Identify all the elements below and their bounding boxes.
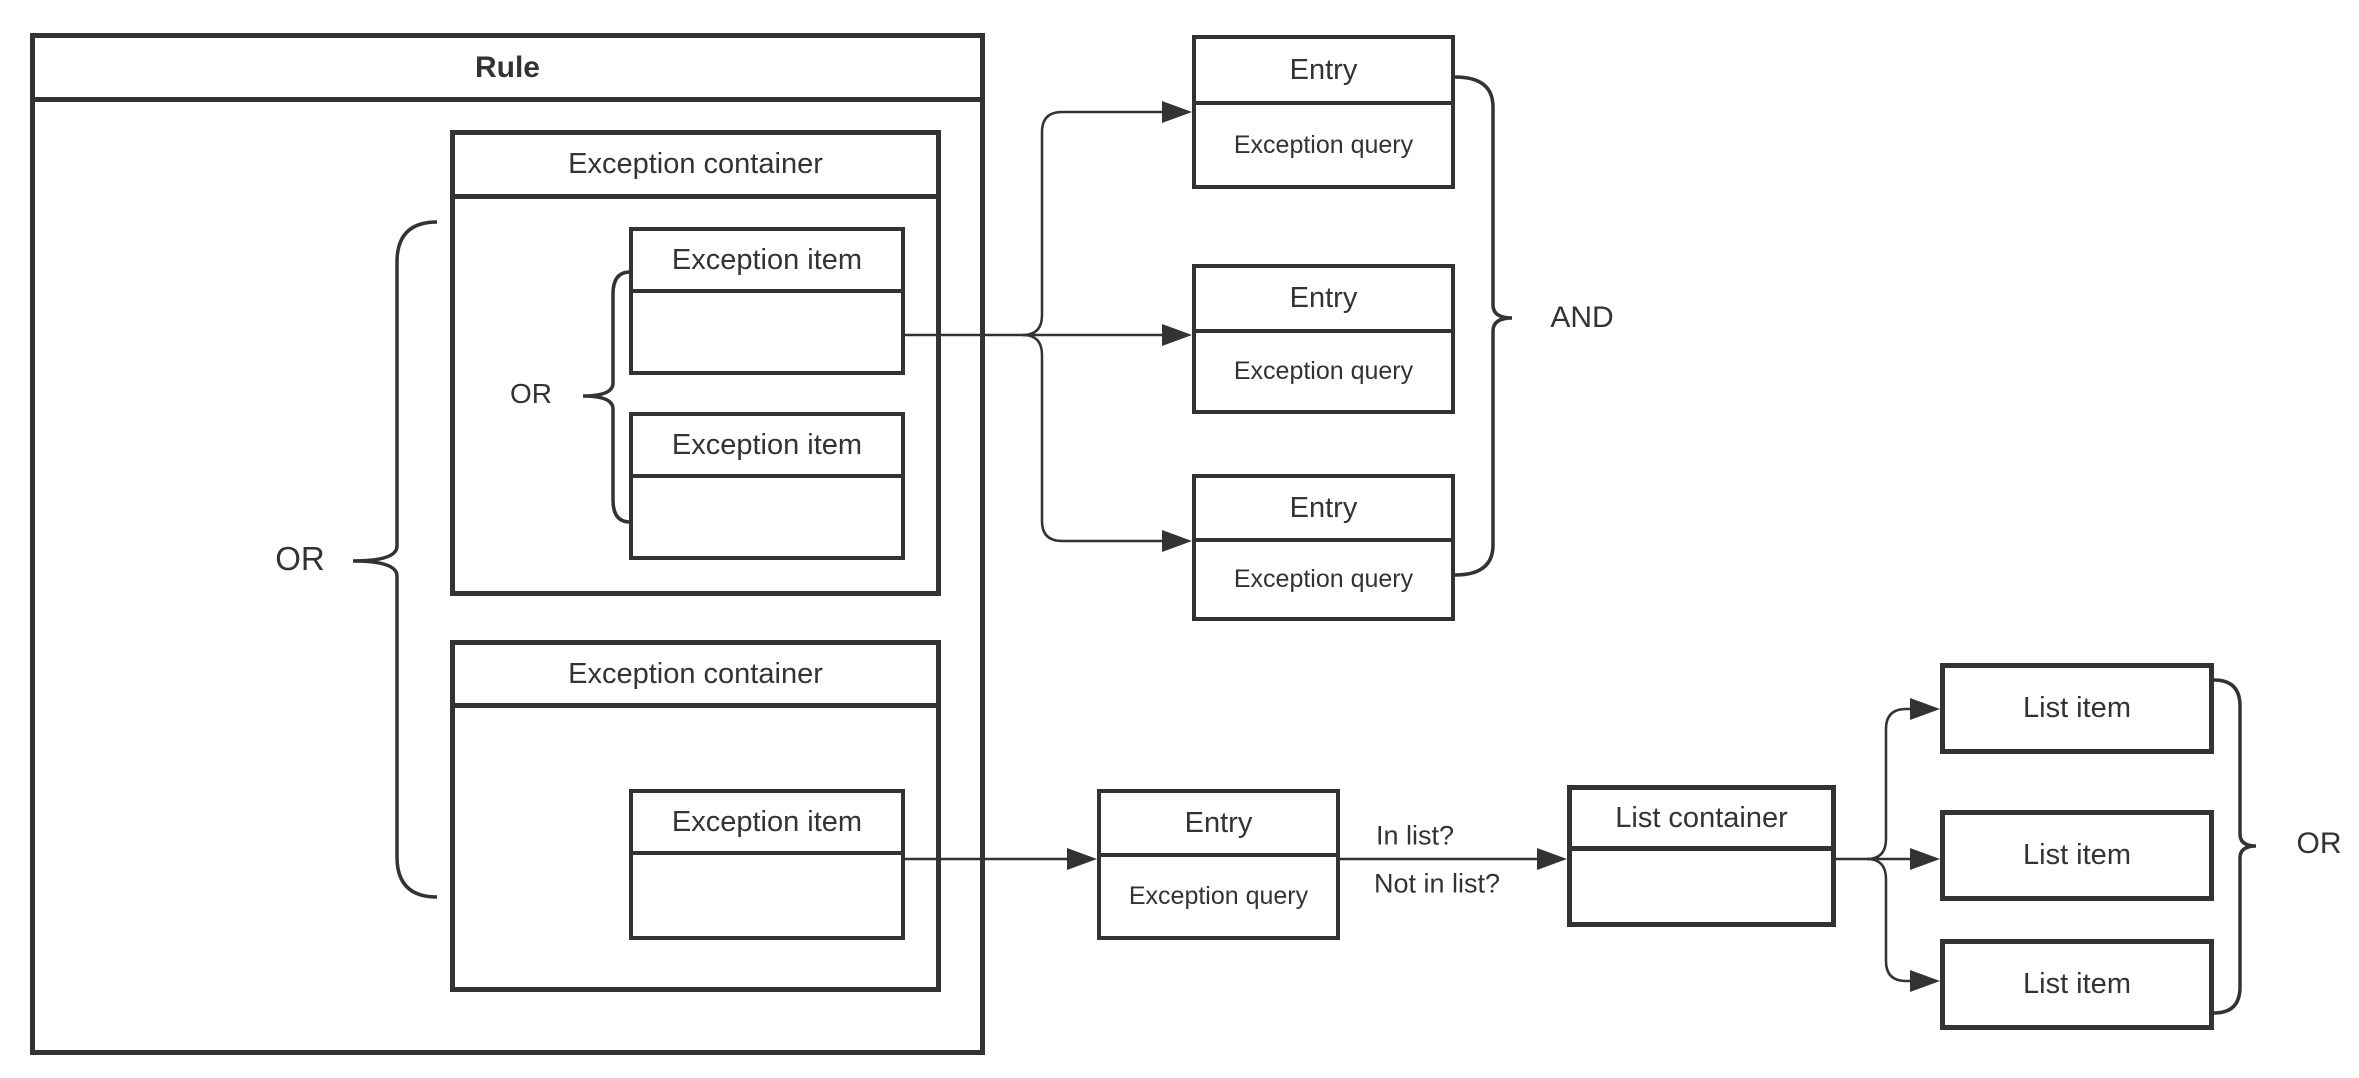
arrowhead-entry2 [1162,324,1192,346]
exception-container-2-title: Exception container [455,645,936,708]
entry-2-title: Entry [1196,268,1451,333]
entry-1-title: Entry [1196,39,1451,105]
entry-3-title: Entry [1196,478,1451,542]
arrowhead-entry3 [1162,530,1192,552]
arrowhead-list-item2 [1910,848,1940,870]
inner-or-label: OR [510,378,552,409]
list-item-1: List item [1940,663,2214,754]
list-item-3-label: List item [2023,968,2131,1000]
exception-item-2-body [633,478,901,556]
exception-item-1: Exception item [629,227,905,375]
list-or-brace [2213,678,2257,1015]
list-container: List container [1567,785,1836,927]
arrowhead-list-container [1537,848,1567,870]
arrowhead-list-item1 [1910,698,1940,720]
arrowhead-list-item3 [1910,970,1940,992]
entry-2: Entry Exception query [1192,264,1455,414]
exception-item-3-body [633,855,901,936]
exception-item-2: Exception item [629,412,905,560]
connector-item1-entry1 [1022,110,1162,337]
connector-item1-entry3 [1022,333,1162,543]
and-brace [1454,75,1513,577]
list-item-2: List item [1940,810,2214,901]
exception-item-2-label: Exception item [633,416,901,478]
entry-4: Entry Exception query [1097,789,1340,940]
list-item-1-label: List item [2023,692,2131,724]
in-list-edge-label: In list? [1375,820,1455,851]
entry-3-query: Exception query [1233,565,1414,593]
entry-4-query: Exception query [1128,882,1309,910]
exception-container-1-title: Exception container [455,135,936,199]
exception-item-3-label: Exception item [633,793,901,855]
not-in-list-edge-label: Not in list? [1373,868,1501,899]
arrowhead-entry4 [1067,848,1097,870]
list-item-3: List item [1940,939,2214,1030]
connector-list-item1 [1866,707,1910,861]
exception-item-3: Exception item [629,789,905,940]
entry-4-title: Entry [1101,793,1336,857]
list-item-2-label: List item [2023,839,2131,871]
entry-1-query: Exception query [1233,130,1414,159]
list-container-body [1572,851,1831,922]
exception-item-1-label: Exception item [633,231,901,293]
list-or-label: OR [2296,827,2342,860]
rule-title: Rule [35,38,980,102]
connector-list-item3 [1866,857,1910,983]
entry-2-query: Exception query [1233,357,1414,385]
list-container-title: List container [1572,790,1831,851]
and-label: AND [1550,301,1614,334]
arrowhead-entry1 [1162,101,1192,123]
entry-3: Entry Exception query [1192,474,1455,621]
exception-item-1-body [633,293,901,371]
outer-or-label: OR [275,540,325,577]
entry-1: Entry Exception query [1192,35,1455,189]
